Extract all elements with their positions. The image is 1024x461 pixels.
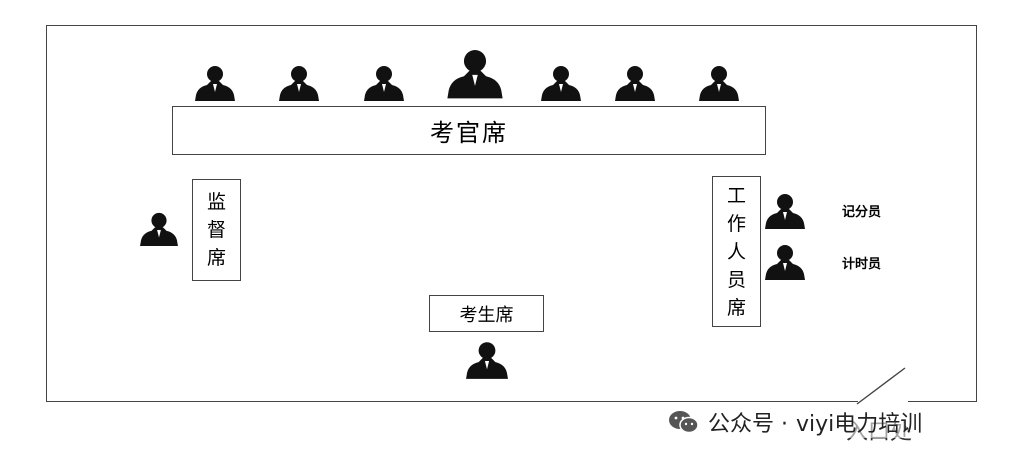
chief-examiner-icon: [447, 50, 503, 99]
door-line: [856, 367, 906, 405]
wechat-icon: [669, 411, 699, 434]
examiner-icon: [615, 66, 655, 101]
examiner-icon: [364, 66, 404, 101]
watermark-prefix: 公众号 ·: [708, 412, 788, 437]
scorer-label: 记分员: [842, 205, 882, 220]
examiner-icon: [195, 66, 235, 101]
examiner-icon: [699, 66, 739, 101]
examiner-table: 考官席: [172, 106, 766, 155]
candidate-seat: 考生席: [429, 295, 544, 332]
monitor-icon: [140, 212, 178, 247]
timer-label: 计时员: [842, 257, 882, 272]
scorer-icon: [765, 194, 805, 229]
watermark: 公众号 · viyi电力培训: [668, 402, 923, 442]
monitor-seat-char: 席: [206, 247, 226, 269]
timer-icon: [765, 245, 805, 280]
room-outline: [46, 25, 977, 402]
examiner-icon: [541, 66, 581, 101]
monitor-seat-char: 督: [206, 219, 226, 241]
watermark-account: viyi电力培训: [796, 406, 923, 438]
staff-seat-char: 作: [726, 212, 746, 235]
examiner-table-label: 考官席: [430, 119, 508, 147]
staff-seat: 工 作 人 员 席: [712, 176, 761, 327]
monitor-seat: 监 督 席: [192, 179, 241, 281]
candidate-icon: [466, 342, 508, 379]
candidate-seat-label: 考生席: [459, 304, 514, 326]
staff-seat-char: 席: [726, 296, 746, 319]
staff-seat-char: 工: [726, 184, 746, 207]
staff-seat-char: 人: [726, 240, 746, 263]
door-gap: [858, 396, 908, 406]
staff-seat-char: 员: [726, 268, 746, 291]
examiner-icon: [279, 66, 319, 101]
monitor-seat-char: 监: [206, 191, 226, 213]
